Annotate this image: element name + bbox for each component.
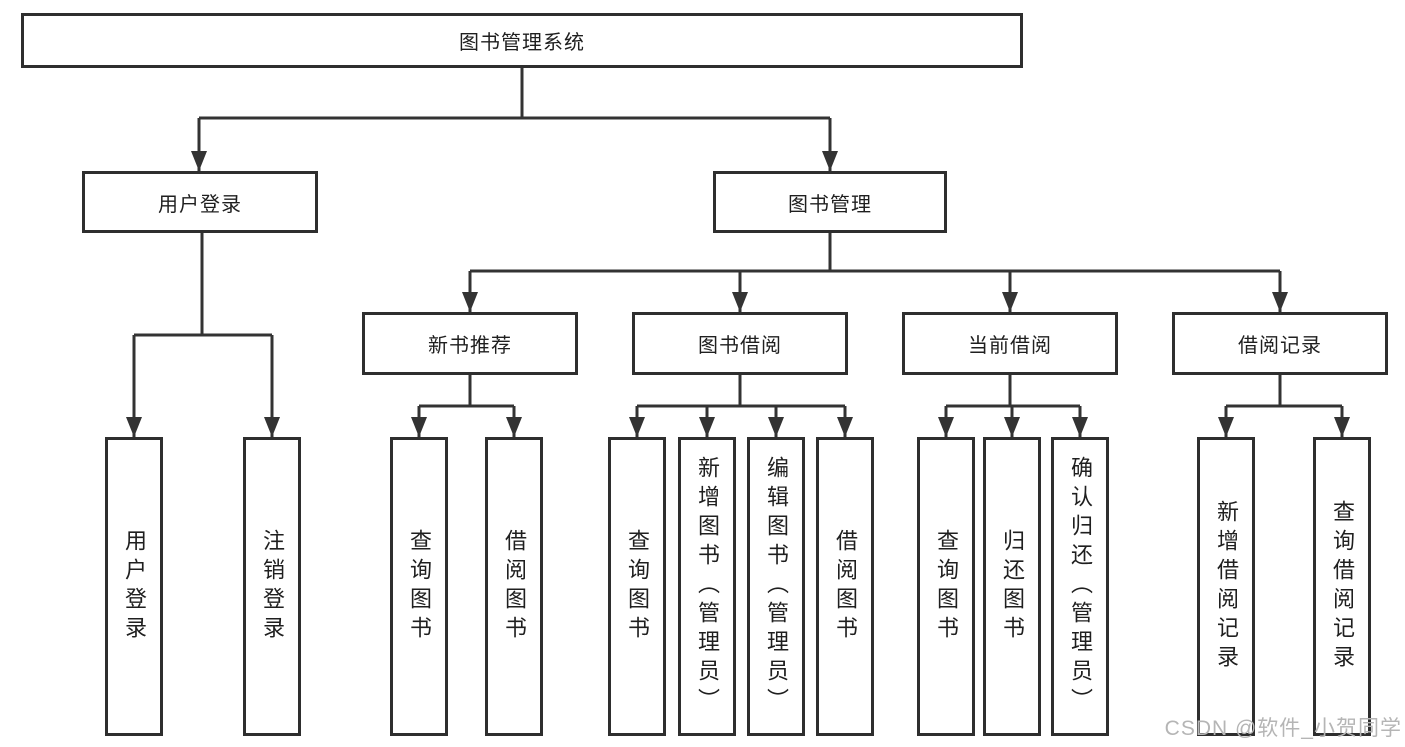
leaf-label: 归还图书	[1000, 528, 1025, 645]
node-library-management-system: 图书管理系统	[21, 13, 1023, 68]
leaf-add-borrow-record: 新增借阅记录	[1197, 437, 1255, 736]
leaf-query-borrow-record: 查询借阅记录	[1313, 437, 1371, 736]
leaf-label: 查询图书	[934, 528, 959, 645]
leaf-edit-books-admin: 编辑图书（管理员）	[747, 437, 805, 736]
leaf-user-login: 用户登录	[105, 437, 163, 736]
leaf-label: 新增借阅记录	[1214, 499, 1239, 674]
leaf-label: 注销登录	[260, 528, 285, 645]
node-label: 图书借阅	[698, 335, 782, 357]
node-user-login: 用户登录	[82, 171, 318, 233]
node-label: 用户登录	[158, 193, 242, 216]
node-book-borrowing: 图书借阅	[632, 312, 848, 375]
leaf-add-books-admin: 新增图书（管理员）	[678, 437, 736, 736]
leaf-query-books-recommend: 查询图书	[390, 437, 448, 736]
leaf-label: 查询图书	[407, 528, 432, 645]
leaf-label: 用户登录	[122, 528, 147, 645]
leaf-label: 确认归还（管理员）	[1068, 456, 1093, 717]
node-label: 图书管理	[788, 193, 872, 216]
node-label: 借阅记录	[1238, 335, 1322, 357]
node-new-book-recommendation: 新书推荐	[362, 312, 578, 375]
leaf-query-books-current: 查询图书	[917, 437, 975, 736]
leaf-return-books: 归还图书	[983, 437, 1041, 736]
leaf-label: 编辑图书（管理员）	[764, 456, 789, 717]
node-label: 当前借阅	[968, 335, 1052, 357]
leaf-label: 借阅图书	[502, 528, 527, 645]
node-borrowing-records: 借阅记录	[1172, 312, 1388, 375]
node-book-management: 图书管理	[713, 171, 947, 233]
leaf-label: 查询借阅记录	[1330, 499, 1355, 674]
leaf-label: 查询图书	[625, 528, 650, 645]
csdn-watermark: CSDN @软件_小贺同学	[1164, 717, 1402, 740]
leaf-logout: 注销登录	[243, 437, 301, 736]
leaf-borrow-books-recommend: 借阅图书	[485, 437, 543, 736]
leaf-label: 借阅图书	[833, 528, 858, 645]
leaf-confirm-return-admin: 确认归还（管理员）	[1051, 437, 1109, 736]
leaf-query-books-borrow: 查询图书	[608, 437, 666, 736]
leaf-borrow-books: 借阅图书	[816, 437, 874, 736]
leaf-label: 新增图书（管理员）	[695, 456, 720, 717]
node-label: 图书管理系统	[459, 32, 585, 54]
node-label: 新书推荐	[428, 335, 512, 357]
node-current-borrowing: 当前借阅	[902, 312, 1118, 375]
